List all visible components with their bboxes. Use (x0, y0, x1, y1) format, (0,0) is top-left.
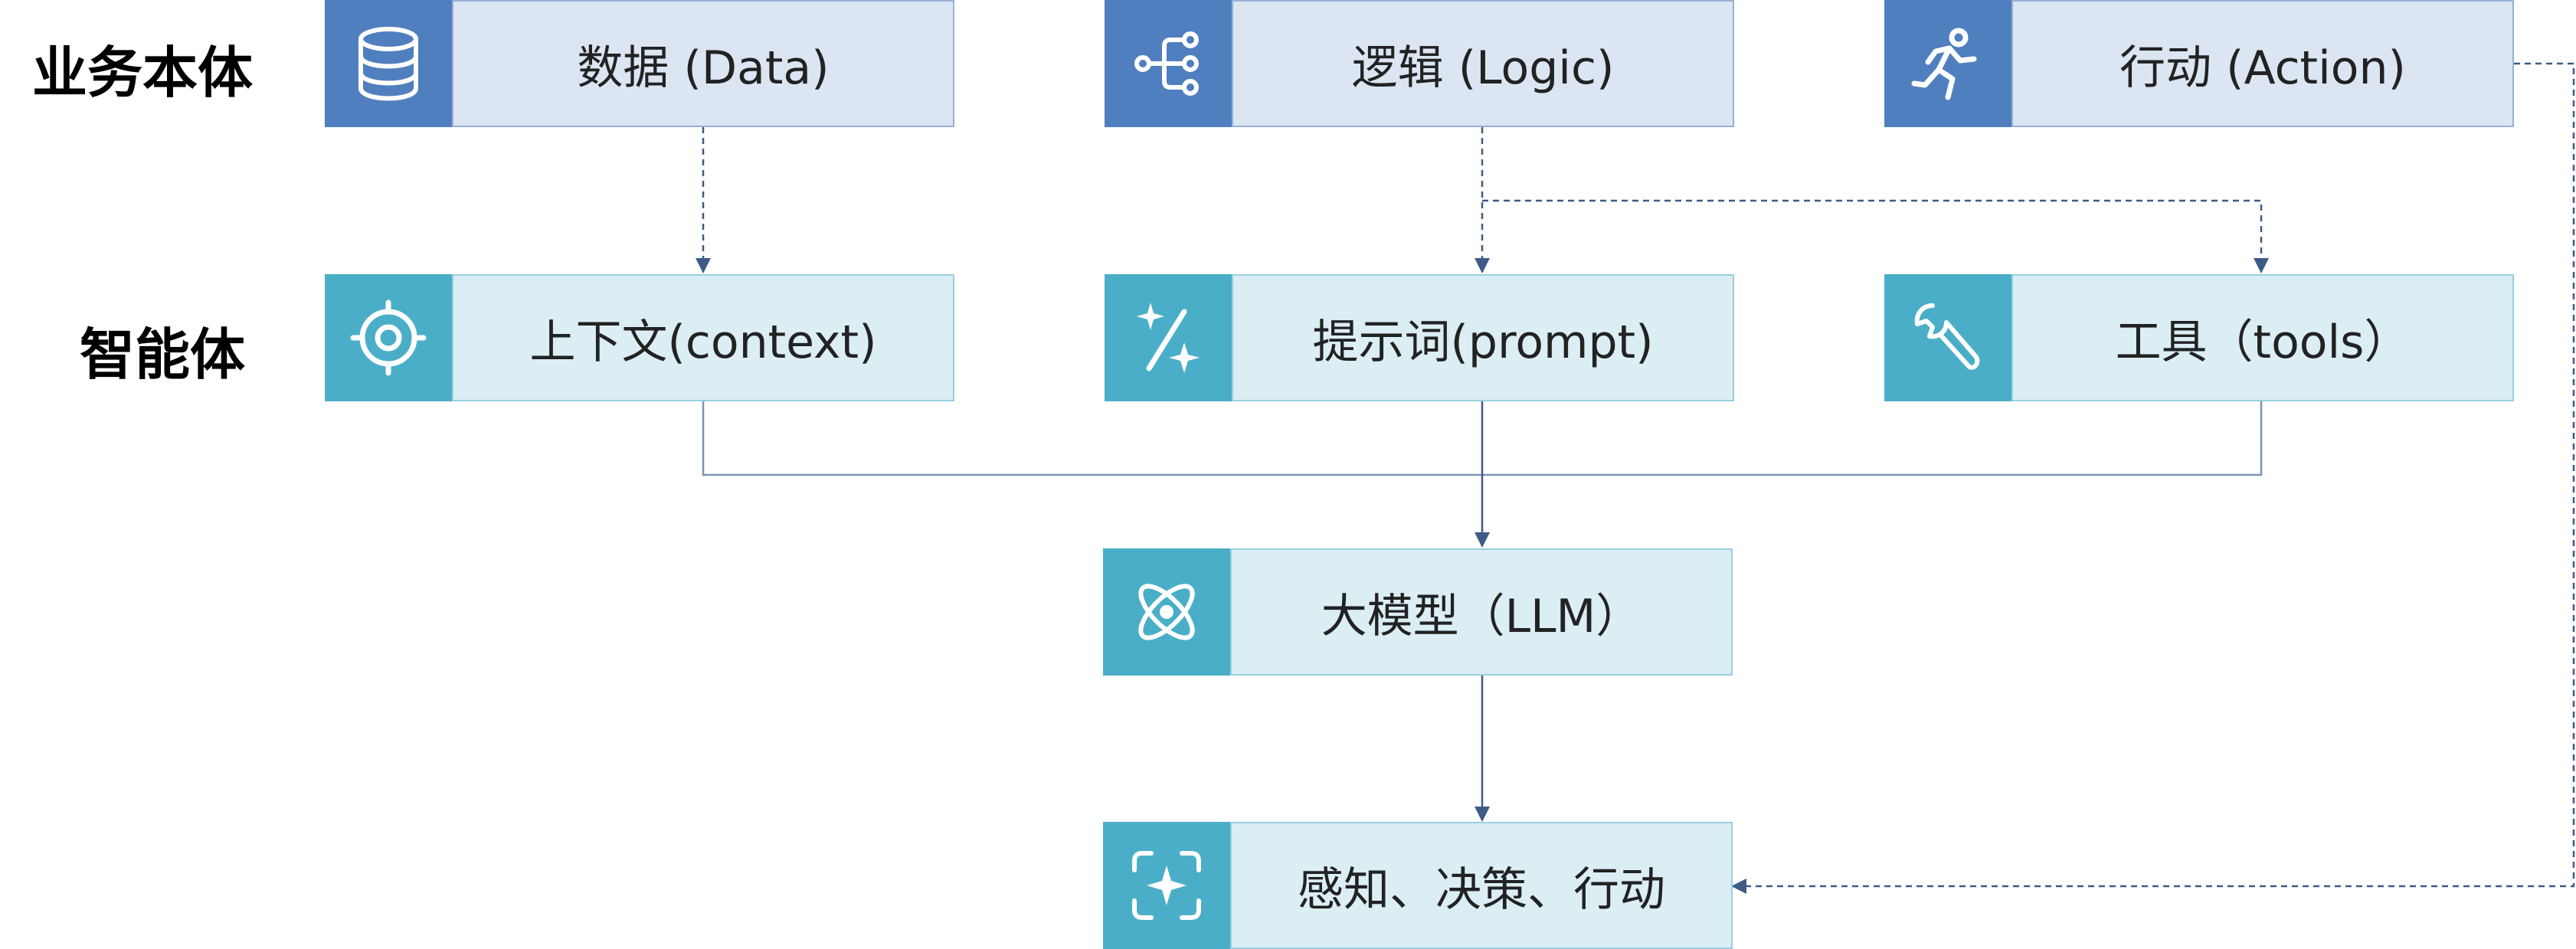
database-icon (325, 0, 452, 127)
sparkle-frame-icon (1103, 822, 1230, 949)
tools-box: 工具（tools） (1884, 274, 2514, 401)
output-box: 感知、决策、行动 (1103, 822, 1733, 949)
logic-label: 逻辑 (Logic) (1232, 0, 1734, 127)
prompt-label: 提示词(prompt) (1232, 274, 1734, 401)
data-box: 数据 (Data) (325, 0, 954, 127)
action-label: 行动 (Action) (2011, 0, 2514, 127)
context-label: 上下文(context) (452, 274, 954, 401)
target-icon (325, 274, 452, 401)
wrench-icon (1884, 274, 2011, 401)
data-label: 数据 (Data) (452, 0, 954, 127)
atom-icon (1103, 548, 1230, 676)
tools-label: 工具（tools） (2011, 274, 2514, 401)
branch-icon (1105, 0, 1232, 127)
magic-wand-icon (1105, 274, 1232, 401)
running-person-icon (1884, 0, 2011, 127)
logic-box: 逻辑 (Logic) (1105, 0, 1734, 127)
prompt-box: 提示词(prompt) (1105, 274, 1734, 401)
connector-action-to-output (1731, 62, 2575, 894)
row-label-agent: 智能体 (80, 322, 246, 387)
output-label: 感知、决策、行动 (1230, 822, 1733, 949)
llm-box: 大模型（LLM） (1103, 548, 1733, 676)
action-box: 行动 (Action) (1884, 0, 2514, 127)
row-label-ontology: 业务本体 (32, 41, 254, 105)
connector-logic-to-tools (1482, 199, 2269, 273)
context-box: 上下文(context) (325, 274, 954, 401)
llm-label: 大模型（LLM） (1230, 548, 1733, 676)
